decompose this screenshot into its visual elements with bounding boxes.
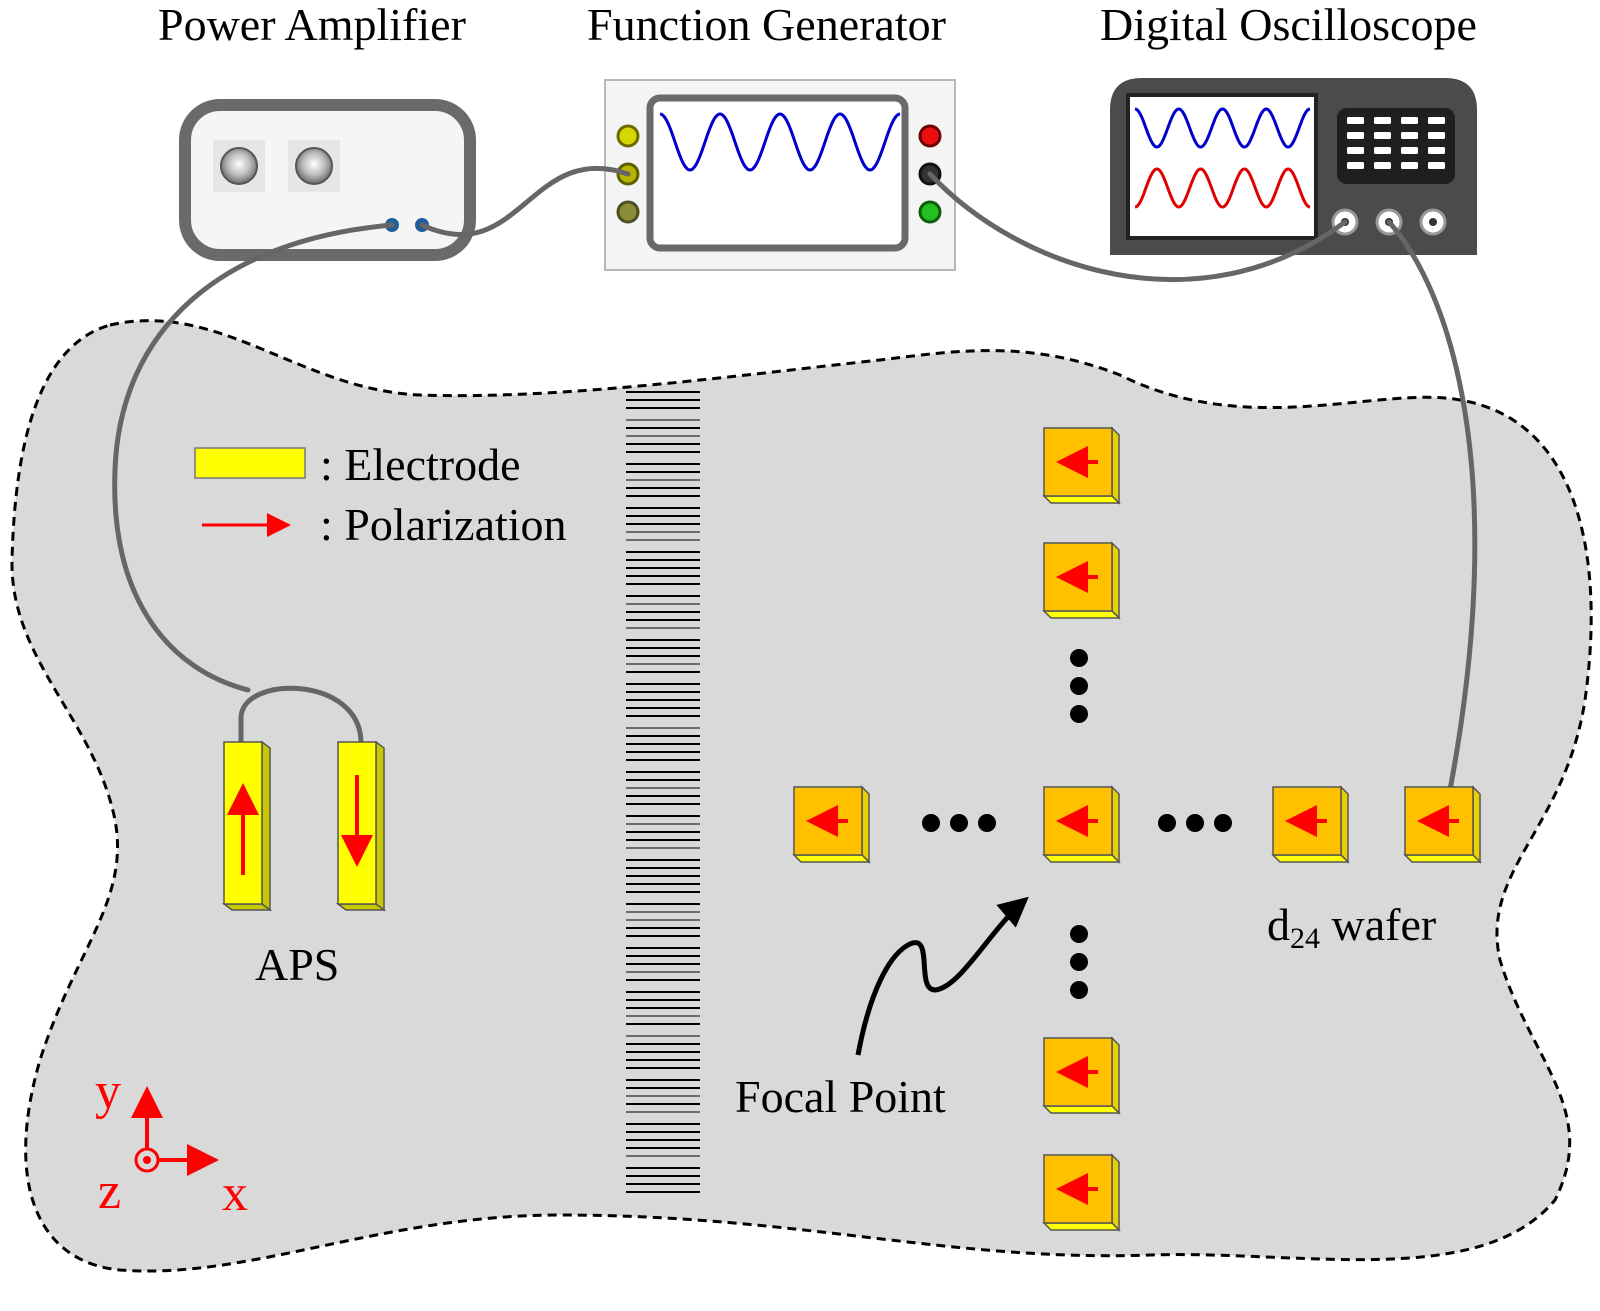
keypad-key — [1428, 147, 1445, 154]
d24-wafer-label: d24 wafer — [1267, 899, 1436, 955]
cable-amp-to-aps — [112, 222, 395, 693]
cable-sensor-to-scope — [1386, 219, 1478, 793]
oscilloscope-waveform-generator — [1134, 107, 1311, 149]
focal-point-arrow — [855, 896, 1029, 1056]
function-generator — [604, 79, 956, 271]
d24-wafer — [1403, 785, 1482, 864]
d24-wafer — [1042, 541, 1121, 620]
led-icon — [616, 124, 640, 148]
keypad-key — [1401, 117, 1418, 124]
legend-polarization-label: : Polarization — [320, 499, 567, 550]
d24-wafer — [792, 785, 871, 864]
keypad-key — [1428, 117, 1445, 124]
keypad-key — [1347, 132, 1364, 139]
keypad-key — [1374, 132, 1391, 139]
cable-amp-to-generator — [419, 165, 631, 238]
knob-icon — [220, 147, 258, 185]
keypad-key — [1374, 162, 1391, 169]
keypad-key — [1401, 147, 1418, 154]
x-axis-label: x — [222, 1165, 248, 1222]
keypad-key — [1347, 147, 1364, 154]
keypad-key — [1347, 117, 1364, 124]
legend: : Electrode : Polarization — [194, 439, 567, 550]
keypad-keys — [1347, 117, 1445, 169]
z-axis-label: z — [98, 1163, 121, 1220]
cable-generator-to-scope — [927, 171, 1348, 283]
keypad-key — [1401, 162, 1418, 169]
ellipsis-dots — [922, 649, 1232, 999]
keypad-key — [1428, 162, 1445, 169]
led-icon — [918, 200, 942, 224]
power-amplifier — [179, 99, 476, 261]
generator-waveform — [659, 112, 901, 172]
d24-wafer — [1042, 426, 1121, 505]
y-axis-label: y — [95, 1063, 121, 1120]
power-amplifier-label: Power Amplifier — [158, 0, 466, 50]
wafer-array — [792, 426, 1482, 1232]
aps-electrode-right — [335, 740, 387, 912]
aps-electrode-left — [221, 740, 273, 912]
legend-electrode-swatch — [194, 447, 306, 479]
keypad-key — [1401, 132, 1418, 139]
keypad-key — [1374, 117, 1391, 124]
keypad-key — [1428, 132, 1445, 139]
cable-aps-bridge — [238, 685, 364, 745]
keypad-key — [1374, 147, 1391, 154]
digital-oscilloscope-label: Digital Oscilloscope — [1100, 0, 1477, 50]
legend-electrode-label: : Electrode — [320, 439, 521, 490]
oscilloscope-waveform-response — [1134, 167, 1311, 209]
digital-oscilloscope — [1110, 78, 1477, 255]
focal-point-label: Focal Point — [735, 1071, 946, 1122]
keypad — [1337, 108, 1455, 184]
led-icon — [918, 124, 942, 148]
aps-actuator — [221, 740, 387, 912]
d24-wafer — [1042, 1153, 1121, 1232]
keypad-key — [1347, 162, 1364, 169]
aps-label: APS — [255, 939, 339, 990]
knob-icon — [295, 147, 333, 185]
function-generator-label: Function Generator — [587, 0, 946, 50]
cables — [112, 165, 1478, 793]
coordinate-axes: y x z — [95, 1063, 248, 1222]
led-icon — [616, 200, 640, 224]
d24-wafer — [1271, 785, 1350, 864]
d24-wafer — [1042, 785, 1121, 864]
crack-region — [626, 391, 700, 1193]
d24-wafer — [1042, 1036, 1121, 1115]
